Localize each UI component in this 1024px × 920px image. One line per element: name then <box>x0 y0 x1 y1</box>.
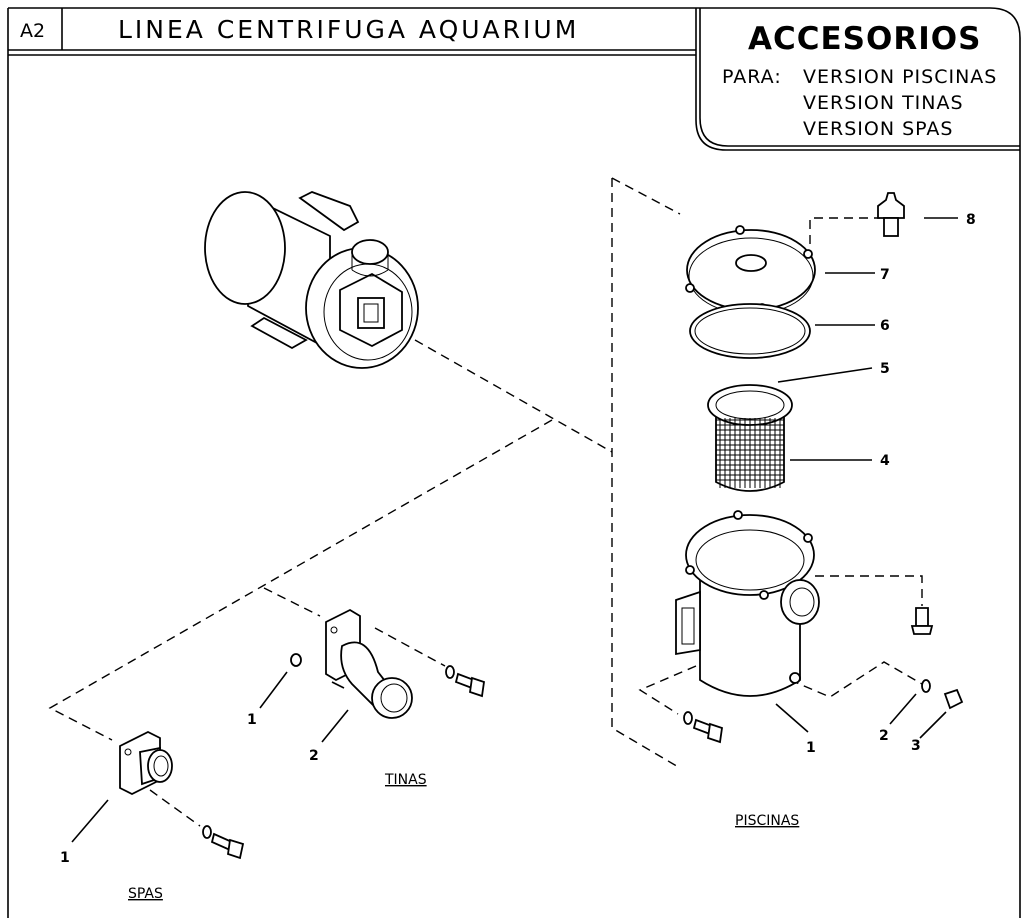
label-spas: SPAS <box>128 886 163 902</box>
sheet-title: LINEA CENTRIFUGA AQUARIUM <box>118 15 579 44</box>
motor-pump <box>204 191 419 369</box>
para-label: PARA: <box>722 66 782 88</box>
callout-5: 5 <box>880 361 890 377</box>
callout-8: 8 <box>966 212 976 228</box>
label-tinas: TINAS <box>384 772 427 788</box>
callout-3-piscinas: 3 <box>911 738 921 754</box>
tinas-leaders <box>259 671 349 743</box>
dashed-connectors <box>48 177 923 827</box>
label-piscinas: PISCINAS <box>735 813 799 829</box>
piscinas-leaders <box>775 217 958 739</box>
spas-screws <box>202 825 245 860</box>
callout-7: 7 <box>880 267 890 283</box>
version-tinas: VERSION TINAS <box>803 92 964 114</box>
tinas-screws <box>290 653 485 698</box>
tinas-elbow-part <box>325 608 413 719</box>
o-ring-part <box>689 303 811 359</box>
piscinas-callouts: 8 7 6 5 4 1 2 3 <box>806 212 976 756</box>
accessories-heading: ACCESORIOS <box>748 21 981 57</box>
strainer-basket-part <box>707 384 793 492</box>
spas-flange-part <box>119 730 173 796</box>
callout-1-tinas: 1 <box>247 712 257 728</box>
drawing-frame <box>7 7 1021 918</box>
callout-1-spas: 1 <box>60 850 70 866</box>
callout-6: 6 <box>880 318 890 334</box>
callout-2-tinas: 2 <box>309 748 319 764</box>
callout-4: 4 <box>880 453 890 469</box>
piscinas-screws <box>683 607 964 744</box>
version-spas: VERSION SPAS <box>803 118 953 140</box>
callout-1-piscinas: 1 <box>806 740 816 756</box>
sheet-code: A2 <box>20 20 45 42</box>
callout-2-piscinas: 2 <box>879 728 889 744</box>
strainer-housing-part <box>675 510 820 697</box>
drain-plug-part <box>877 192 905 237</box>
version-piscinas: VERSION PISCINAS <box>803 66 997 88</box>
spas-leader <box>71 799 109 843</box>
strainer-lid-part <box>685 225 816 315</box>
